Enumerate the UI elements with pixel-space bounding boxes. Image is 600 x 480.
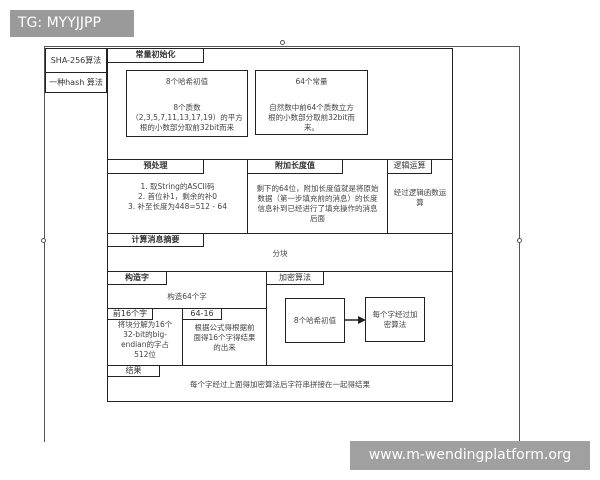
selection-frame[interactable] — [44, 46, 520, 442]
encrypt-hash-box: 8个哈希初值 — [285, 298, 345, 343]
preprocess-line: 1. 取String的ASCII码 — [140, 182, 215, 191]
side-title: SHA-256算法 — [45, 48, 107, 73]
tab-encrypt: 加密算法 — [266, 271, 324, 285]
digest-cell: 分块 — [107, 233, 453, 272]
tab-const-init: 常量初始化 — [107, 48, 204, 63]
rest-desc: 根据公式得根据前面得16个字得结果的出来 — [193, 323, 256, 352]
preprocess-line: 2. 首位补1，剩余的补0 — [137, 192, 218, 201]
tab-first16: 前16个字 — [107, 308, 153, 320]
side-subtitle: 一种hash 算法 — [45, 72, 107, 93]
words-desc: 构造64个字 — [167, 292, 207, 301]
result-desc: 每个字经过上面得加密算法后字符串拼接在一起得结果 — [190, 380, 370, 389]
logic-desc: 经过逻辑函数运算 — [393, 188, 447, 207]
tab-append: 附加长度值 — [247, 159, 343, 174]
encrypt-word-label: 每个字经过加密算法 — [372, 310, 418, 329]
arrow-icon — [345, 316, 366, 324]
tab-logic: 逻辑运算 — [387, 159, 432, 174]
encrypt-word-box: 每个字经过加密算法 — [365, 297, 425, 342]
append-desc: 剩下的64位，附加长度值就是将原始数据（第一步填充前的消息）的长度信息补到已经进… — [256, 184, 379, 223]
constants-title: 64个常量 — [295, 77, 328, 86]
first16-desc: 将块分解为16个32-bit的big-endian的字占512位 — [117, 320, 173, 359]
tab-digest: 计算消息摘要 — [107, 233, 204, 247]
site-watermark: www.m-wendingplatform.org — [350, 441, 590, 470]
constants-box: 64个常量 自然数中前64个质数立方根的小数部分取前32bit而来。 — [255, 70, 368, 135]
digest-desc: 分块 — [272, 249, 288, 258]
constants-desc: 自然数中前64个质数立方根的小数部分取前32bit而来。 — [268, 103, 355, 132]
hash-init-title: 8个哈希初值 — [165, 77, 209, 86]
resize-handle-left[interactable] — [41, 238, 46, 243]
result-cell: 每个字经过上面得加密算法后字符串拼接在一起得结果 — [107, 365, 453, 402]
preprocess-line: 3. 补至长度为448=512 - 64 — [128, 202, 227, 211]
hash-init-desc: 8个质数（2,3,5,7,11,13,17,19）的平方根的小数部分取前32bi… — [131, 103, 243, 132]
encrypt-hash-label: 8个哈希初值 — [293, 316, 337, 325]
tab-rest: 64-16 — [182, 308, 222, 320]
watermark-badge: TG: MYYJJPP — [10, 10, 134, 37]
hash-init-box: 8个哈希初值 8个质数（2,3,5,7,11,13,17,19）的平方根的小数部… — [126, 70, 248, 137]
tab-words: 构造字 — [107, 271, 167, 285]
tab-preprocess: 预处理 — [107, 159, 204, 174]
resize-handle-right[interactable] — [517, 238, 522, 243]
tab-result: 结果 — [107, 365, 160, 377]
rotate-handle[interactable] — [280, 40, 285, 45]
